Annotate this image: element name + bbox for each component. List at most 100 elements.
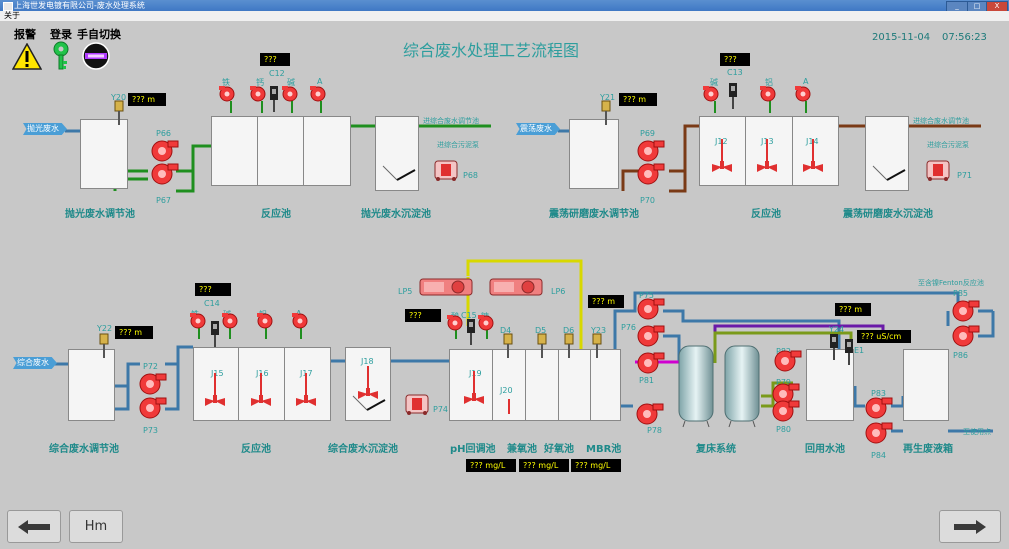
pump-p67[interactable] [151,163,179,185]
doser-a-2[interactable] [795,86,811,102]
mixer-tag-j19: J19 [469,369,482,378]
pump-p66[interactable] [151,140,179,162]
resin-vessel-1 [678,345,714,428]
level-sensor-y20 [114,100,124,125]
alarm-label: 报警 [14,28,36,41]
doser-calcium[interactable] [250,86,266,102]
sludge-pump-p74[interactable] [405,394,429,415]
polish-settler-label: 抛光废水沉淀池 [361,209,431,220]
pump-p83[interactable] [865,397,893,419]
window-title: 上海世发电镀有限公司-废水处理系统 [14,1,145,10]
to-sludge-1: 进综合污泥泵 [437,141,479,149]
pump-p76[interactable] [637,325,665,347]
doser-sugar[interactable] [478,315,494,331]
pump-p81[interactable] [637,352,665,374]
pump-tag-p69: P69 [640,129,656,138]
comprehensive-settler-label: 综合废水沉淀池 [328,444,398,455]
pump-tag-lp6: LP6 [551,287,566,296]
lp-pump-lp6[interactable] [489,278,543,296]
mixer-tag-j20: J20 [500,386,513,395]
doser-iron-3[interactable] [190,313,206,329]
doser-aluminium-3[interactable] [257,313,273,329]
bio-reading-3: ??? mg/L [571,459,621,472]
y24-level-display: ??? m [835,303,871,316]
sludge-pump-p68[interactable] [434,160,458,181]
pump-tag-p85: P85 [953,289,969,298]
doser-aluminium-2[interactable] [760,86,776,102]
pump-p86[interactable] [952,325,980,347]
pump-p70[interactable] [637,163,665,185]
pump-p82[interactable] [774,350,802,372]
level-sensor-y22 [99,333,109,358]
alarm-warning-icon[interactable] [12,43,42,71]
level-display-y20: ??? m [128,93,166,106]
aerobic-tank-label: 好氧池 [544,444,574,455]
pump-p72[interactable] [139,373,167,395]
reagent-a-3: A [296,309,302,318]
lp-pump-lp5[interactable] [419,278,473,296]
menu-about[interactable]: 关于 [4,11,20,20]
doser-alkali-3[interactable] [222,313,238,329]
doser-a[interactable] [310,86,326,102]
doser-a-3[interactable] [292,313,308,329]
polish-reaction-tank [211,116,351,186]
pump-p80[interactable] [772,400,800,422]
sensor-tag-c14: C14 [204,299,220,308]
sensor-tag-c15: C15 [461,311,477,320]
compound-bed-label: 复床系统 [696,444,736,455]
pump-tag-p83: P83 [871,389,887,398]
mode-switch-icon[interactable] [81,42,111,70]
doser-acid[interactable] [447,315,463,331]
inflow-vibration: 震荡废水 [516,123,560,135]
reagent-alkali-2: 碱 [710,78,718,87]
reagent-calcium: 钙 [256,78,264,87]
sensor-d4 [503,333,513,358]
level-sensor-y21 [601,100,611,125]
bio-tank-train [449,349,621,421]
equipment-layer [99,83,980,444]
pump-p85[interactable] [952,300,980,322]
mode-switch-label: 手自切换 [77,28,121,41]
mixer-j15 [205,373,225,406]
c13-display: ??? [720,53,750,66]
mbr-tank-label: MBR池 [586,444,622,455]
reagent-iron: 铁 [222,78,230,87]
level-tag-y24: Y24 [829,325,845,334]
pump-p73[interactable] [139,397,167,419]
polish-settling-tank [375,116,419,191]
bio-reading-1: ??? mg/L [466,459,516,472]
pump-tag-p80: P80 [776,425,792,434]
pump-tag-p72: P72 [143,362,159,371]
sensor-d6 [564,333,574,358]
vibration-tank-label: 震荡研磨废水调节池 [549,209,639,220]
menu-bar: 关于 [0,11,1009,21]
settler-cone-1 [382,165,416,181]
ph-tank-label: pH回调池 [450,444,496,455]
doser-alkali-2[interactable] [703,86,719,102]
pump-tag-p86: P86 [953,351,969,360]
level-display-y22: ??? m [115,326,153,339]
vibration-settling-tank [865,116,909,191]
level-display-y21: ??? m [619,93,657,106]
regen-waste-tank [903,349,949,421]
pump-p84[interactable] [865,422,893,444]
doser-iron[interactable] [219,86,235,102]
home-button[interactable]: Hm [69,510,123,543]
mixer-j19 [464,371,484,404]
vibration-settler-label: 震荡研磨废水沉淀池 [843,209,933,220]
mixer-tag-j18: J18 [361,357,374,366]
inflow-comprehensive: 综合废水 [13,357,57,369]
login-key-icon[interactable] [51,41,71,71]
forward-button[interactable] [939,510,1001,543]
pump-p78[interactable] [636,403,664,425]
sensor-c14 [211,321,219,347]
pump-p75[interactable] [637,298,665,320]
back-button[interactable] [7,510,61,543]
sludge-pump-p71[interactable] [926,160,950,181]
y23-display: ??? m [588,295,624,308]
pump-p69[interactable] [637,140,665,162]
doser-alkali[interactable] [282,86,298,102]
pump-tag-p78: P78 [647,426,663,435]
pump-tag-p84: P84 [871,451,887,460]
level-tag-y21: Y21 [600,93,616,102]
